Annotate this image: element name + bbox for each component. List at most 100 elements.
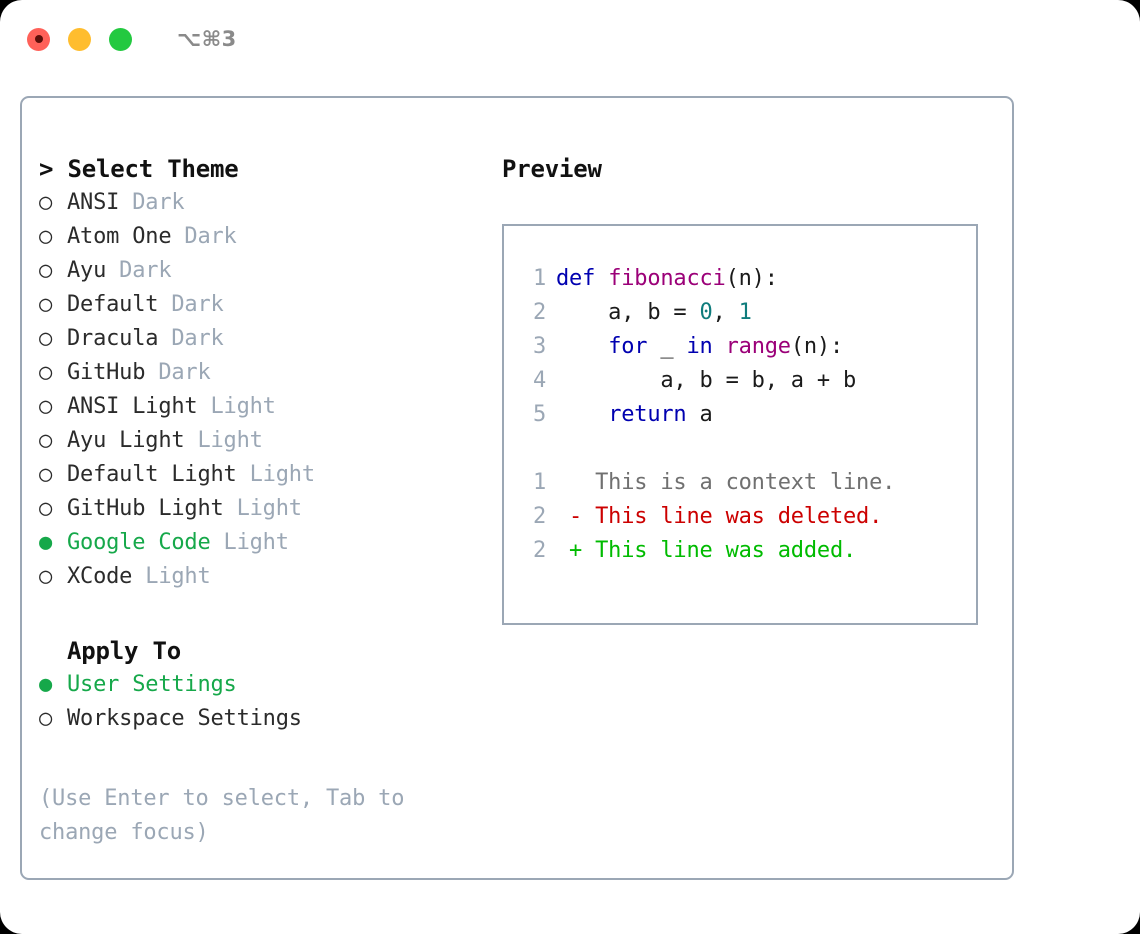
- theme-option[interactable]: ● Google Code Light: [39, 526, 500, 560]
- keyboard-hint-text: (Use Enter to select, Tab to change focu…: [39, 786, 405, 845]
- theme-variant-badge: Light: [210, 530, 289, 555]
- token-plain: [713, 334, 726, 359]
- token-plain: [556, 402, 608, 427]
- radio-unselected-icon: ○: [39, 292, 53, 317]
- theme-option[interactable]: ○ GitHub Light Light: [39, 492, 500, 526]
- theme-variant-badge: Dark: [158, 326, 224, 351]
- code-line: 2 a, b = 0, 1: [504, 296, 976, 330]
- code-text: a, b = 0, 1: [556, 296, 752, 330]
- theme-option-label: Ayu Light: [67, 428, 185, 453]
- theme-variant-badge: Light: [223, 496, 302, 521]
- theme-option-label: Ayu: [67, 258, 107, 283]
- theme-option[interactable]: ○Atom One Dark: [39, 220, 500, 254]
- theme-option[interactable]: ○ Ayu Light Light: [39, 424, 500, 458]
- theme-selection-column: > Select Theme ○ANSI Dark○Atom One Dark○…: [22, 98, 500, 878]
- code-text: for _ in range(n):: [556, 330, 843, 364]
- apply-to-option[interactable]: ○ Workspace Settings: [39, 702, 500, 736]
- title-bar: ⌥⌘3: [0, 0, 1140, 78]
- theme-variant-badge: Light: [132, 564, 211, 589]
- diff-line: 2 + This line was added.: [504, 534, 976, 568]
- apply-to-option[interactable]: ● User Settings: [39, 668, 500, 702]
- radio-unselected-icon: ○: [39, 258, 53, 283]
- theme-option[interactable]: ○Default Light Light: [39, 458, 500, 492]
- token-plain: (n):: [725, 266, 778, 291]
- token-plain: _: [647, 334, 687, 359]
- close-button[interactable]: [27, 27, 50, 51]
- token-plain: a, b =: [556, 300, 700, 325]
- token-plain: a: [686, 402, 713, 427]
- theme-option[interactable]: ○Default Dark: [39, 288, 500, 322]
- line-number: 1: [532, 266, 546, 291]
- theme-option-label: Atom One: [67, 224, 172, 249]
- radio-unselected-icon: ○: [39, 706, 53, 731]
- token-num: 1: [738, 300, 752, 325]
- line-number: 1: [532, 470, 546, 495]
- theme-option[interactable]: ○ ANSI Dark: [39, 186, 500, 220]
- keyboard-shortcut-label: ⌥⌘3: [177, 27, 237, 51]
- radio-unselected-icon: ○: [39, 564, 53, 589]
- theme-option-label: GitHub: [67, 360, 146, 385]
- theme-variant-badge: Light: [236, 462, 315, 487]
- section-spacer: [39, 594, 500, 634]
- line-number: 2: [532, 538, 546, 563]
- diff-text-ctx: This is a context line.: [556, 470, 896, 495]
- apply-to-option-label: User Settings: [67, 672, 237, 697]
- theme-option-label: ANSI: [67, 190, 120, 215]
- minimize-button[interactable]: [68, 27, 91, 51]
- theme-option[interactable]: ○ Ayu Dark: [39, 254, 500, 288]
- theme-option-label: Default: [67, 292, 159, 317]
- token-plain: a, b = b, a + b: [556, 368, 857, 393]
- theme-variant-badge: Dark: [119, 190, 185, 215]
- maximize-button[interactable]: [109, 27, 132, 51]
- theme-option[interactable]: ○Dracula Dark: [39, 322, 500, 356]
- token-plain: (n):: [790, 334, 844, 359]
- theme-option-label: Google Code: [67, 530, 211, 555]
- theme-variant-badge: Light: [197, 394, 276, 419]
- line-number: 4: [532, 368, 546, 393]
- radio-unselected-icon: ○: [39, 190, 53, 215]
- diff-text-del: - This line was deleted.: [556, 504, 883, 529]
- theme-option[interactable]: ○ XCode Light: [39, 560, 500, 594]
- token-kw: for: [608, 334, 648, 359]
- theme-option[interactable]: ○ GitHub Dark: [39, 356, 500, 390]
- code-line: 5 return a: [504, 398, 976, 432]
- radio-selected-icon: ●: [39, 530, 53, 555]
- line-number: 2: [532, 504, 546, 529]
- theme-option[interactable]: ○ANSI Light Light: [39, 390, 500, 424]
- radio-unselected-icon: ○: [39, 394, 53, 419]
- apply-to-option-label: Workspace Settings: [67, 706, 302, 731]
- radio-unselected-icon: ○: [39, 428, 53, 453]
- diff-sample: 1 This is a context line. 2 - This line w…: [504, 466, 976, 568]
- radio-selected-icon: ●: [39, 672, 53, 697]
- theme-variant-badge: Dark: [106, 258, 172, 283]
- token-fn: fibonacci: [608, 266, 726, 291]
- theme-option-label: GitHub Light: [67, 496, 224, 521]
- code-text: def fibonacci(n):: [556, 262, 778, 296]
- apply-to-heading: Apply To: [67, 637, 181, 665]
- token-kw: def: [556, 266, 609, 291]
- theme-variant-badge: Dark: [145, 360, 211, 385]
- theme-option-list: ○ANSI Dark○Atom One Dark○Ayu Dark○Defaul…: [39, 186, 500, 594]
- theme-option-label: XCode: [67, 564, 133, 589]
- line-number: 2: [532, 300, 546, 325]
- window-controls: [27, 27, 132, 51]
- theme-option-label: Default Light: [67, 462, 237, 487]
- diff-text-add: + This line was added.: [556, 538, 857, 563]
- theme-picker-panel: > Select Theme ○ANSI Dark○Atom One Dark○…: [20, 96, 1014, 880]
- token-plain: ,: [712, 300, 739, 325]
- select-theme-heading: > Select Theme: [39, 155, 239, 183]
- code-diff-spacer: [504, 432, 976, 466]
- theme-variant-badge: Light: [184, 428, 263, 453]
- line-number: 3: [532, 334, 546, 359]
- radio-unselected-icon: ○: [39, 360, 53, 385]
- radio-unselected-icon: ○: [39, 496, 53, 521]
- code-line: 1 def fibonacci(n):: [504, 262, 976, 296]
- token-fn: range: [725, 334, 791, 359]
- radio-unselected-icon: ○: [39, 326, 53, 351]
- token-kw: in: [686, 334, 713, 359]
- preview-heading: Preview: [502, 155, 602, 183]
